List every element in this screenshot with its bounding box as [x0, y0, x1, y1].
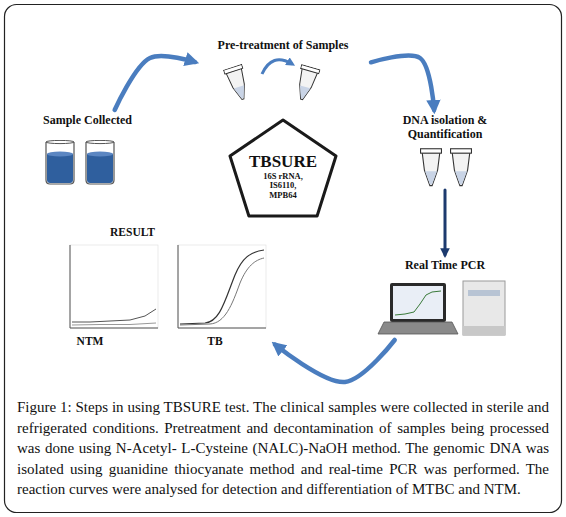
- cycle-arrow: [262, 60, 292, 74]
- chart-axis: [178, 328, 266, 329]
- process-step: RESULT: [60, 222, 275, 352]
- chart-axis: [70, 245, 71, 328]
- laptop-screen: [390, 283, 446, 322]
- flow-arrow: [275, 340, 395, 382]
- tube-icon: [451, 149, 472, 186]
- tb-curve: [180, 250, 264, 324]
- target-list: 16S rRNA, IS6110, MPB64: [258, 172, 308, 201]
- step-label: Pre-treatment of Samples: [218, 39, 349, 53]
- tube-icon: [224, 64, 252, 102]
- step-label: Sample Collected: [43, 114, 132, 128]
- process-step: Real Time PCR: [380, 255, 510, 340]
- chart-label: TB: [195, 335, 235, 347]
- process-step: Pre-treatment of Samples: [195, 35, 371, 105]
- machine-base: [463, 326, 505, 335]
- beaker-icon: [86, 140, 114, 184]
- chart-label: NTM: [70, 335, 110, 347]
- process-step: Sample Collected: [30, 110, 145, 190]
- process-step: DNA isolation & Quantification: [385, 110, 505, 190]
- step-label: DNA isolation & Quantification: [390, 114, 500, 142]
- pentagon-shape: [230, 120, 336, 216]
- beaker-icon: [46, 140, 74, 184]
- step-label: RESULT: [110, 226, 155, 239]
- flow-arrow: [115, 56, 195, 110]
- chart-axis: [70, 328, 158, 329]
- chart-area: [70, 245, 158, 328]
- laptop-display: [393, 286, 443, 319]
- flow-arrow: [444, 190, 447, 255]
- figure-frame: [5, 5, 562, 513]
- ntm-curve: [72, 323, 156, 325]
- figure-caption: Figure 1: Steps in using TBSURE test. Th…: [17, 397, 549, 500]
- method-pentagon: TBSURE16S rRNA, IS6110, MPB64: [228, 118, 338, 218]
- step-label: TBSURE: [249, 152, 317, 172]
- chart-axis: [178, 245, 179, 328]
- pcr-machine: [463, 281, 505, 335]
- screen-curve: [395, 291, 441, 315]
- chart-area: [178, 245, 266, 328]
- tube-icon: [292, 65, 319, 102]
- laptop-base: [378, 322, 458, 334]
- ntm-curve: [72, 309, 156, 322]
- flow-arrow: [371, 56, 434, 110]
- tube-icon: [421, 149, 442, 186]
- machine-panel: [468, 290, 500, 296]
- tb-curve: [180, 258, 264, 325]
- step-label: Real Time PCR: [405, 259, 485, 273]
